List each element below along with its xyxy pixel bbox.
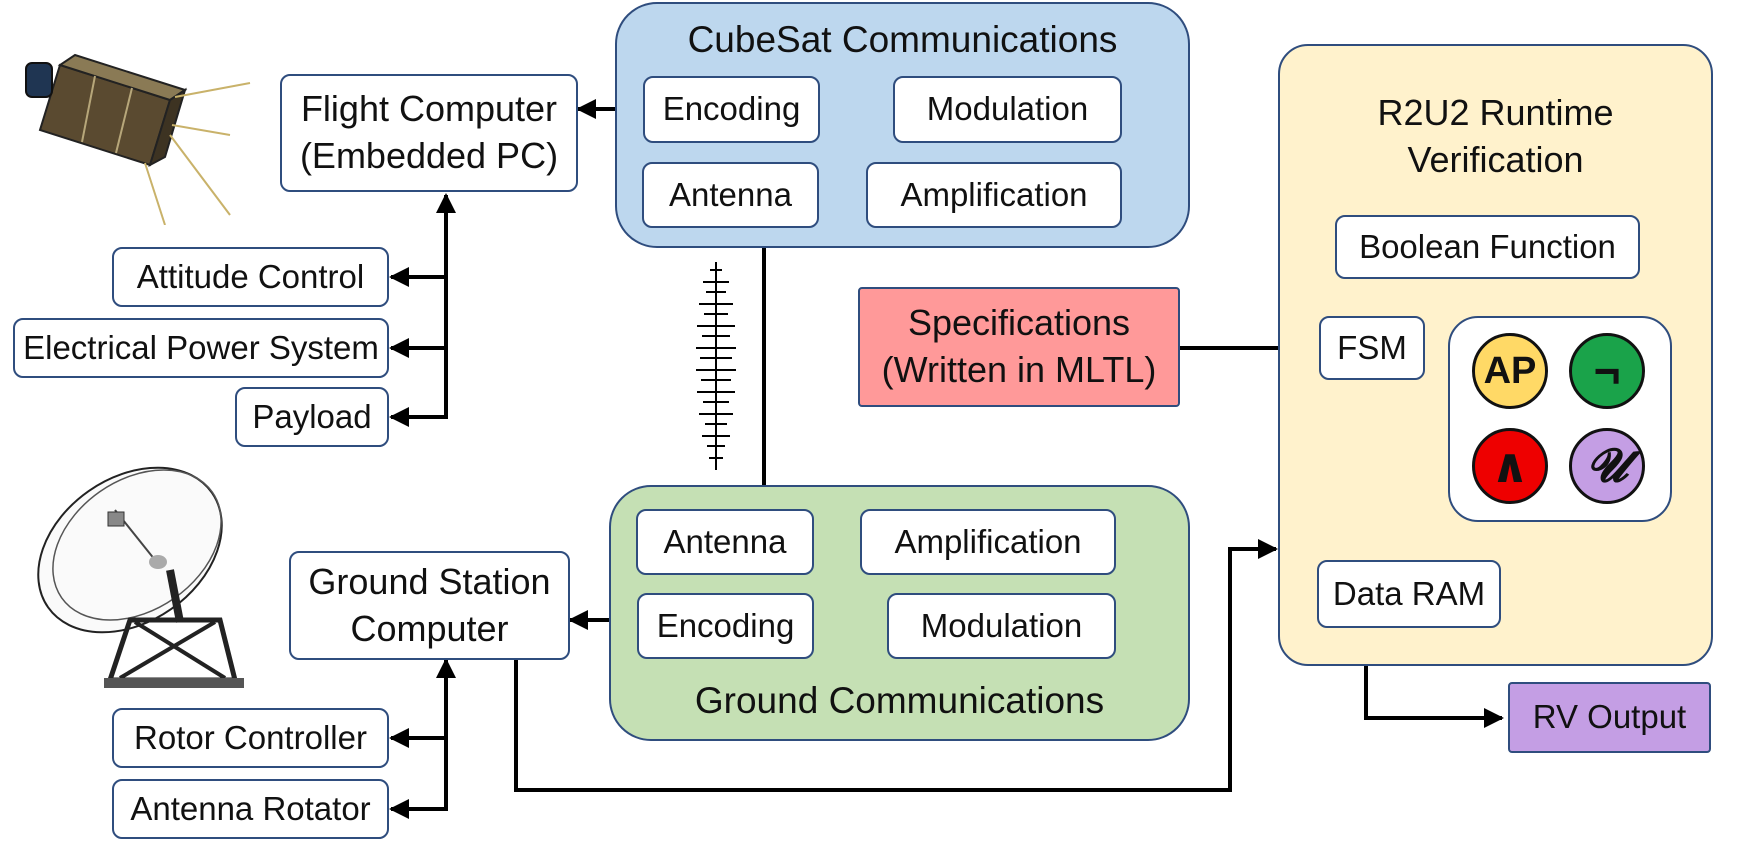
operator-ap: AP: [1472, 333, 1548, 409]
cubesat-comms-title: CubeSat Communications: [687, 19, 1118, 60]
ground-encoding-block: Encoding: [637, 593, 814, 659]
dish-antenna-image: [37, 466, 244, 688]
data-ram-block: Data RAM: [1317, 560, 1501, 628]
ground-station-computer-block: Ground Station Computer: [289, 551, 570, 660]
ground-comms-title: Ground Communications: [694, 680, 1105, 721]
antenna-rotator-block: Antenna Rotator: [112, 779, 389, 839]
operator-until: 𝓤: [1569, 428, 1645, 504]
ground-amplification-block: Amplification: [860, 509, 1116, 575]
cubesat-amplification-block: Amplification: [866, 162, 1122, 228]
ground-antenna-block: Antenna: [636, 509, 814, 575]
fsm-block: FSM: [1319, 316, 1425, 380]
payload-block: Payload: [235, 387, 389, 447]
operator-not: ¬: [1569, 333, 1645, 409]
attitude-control-block: Attitude Control: [112, 247, 389, 307]
flight-computer-block: Flight Computer (Embedded PC): [280, 74, 578, 192]
arrow-gs-r2u2: [514, 539, 1278, 792]
radio-signal-waveform: [696, 262, 736, 470]
cubesat-antenna-block: Antenna: [642, 162, 819, 228]
operator-and: ∧: [1472, 428, 1548, 504]
rotor-controller-block: Rotor Controller: [112, 708, 389, 768]
ground-modulation-block: Modulation: [887, 593, 1116, 659]
specifications-block: Specifications (Written in MLTL): [858, 287, 1180, 407]
boolean-function-block: Boolean Function: [1335, 215, 1640, 279]
cubesat-image: [25, 53, 251, 225]
arrow-r2u2-rv: [1364, 666, 1504, 728]
rv-output-block: RV Output: [1508, 682, 1711, 753]
cubesat-encoding-block: Encoding: [643, 76, 820, 143]
r2u2-title: R2U2 Runtime Verification: [1377, 92, 1614, 180]
electrical-power-system-block: Electrical Power System: [13, 318, 389, 378]
cubesat-modulation-block: Modulation: [893, 76, 1122, 143]
